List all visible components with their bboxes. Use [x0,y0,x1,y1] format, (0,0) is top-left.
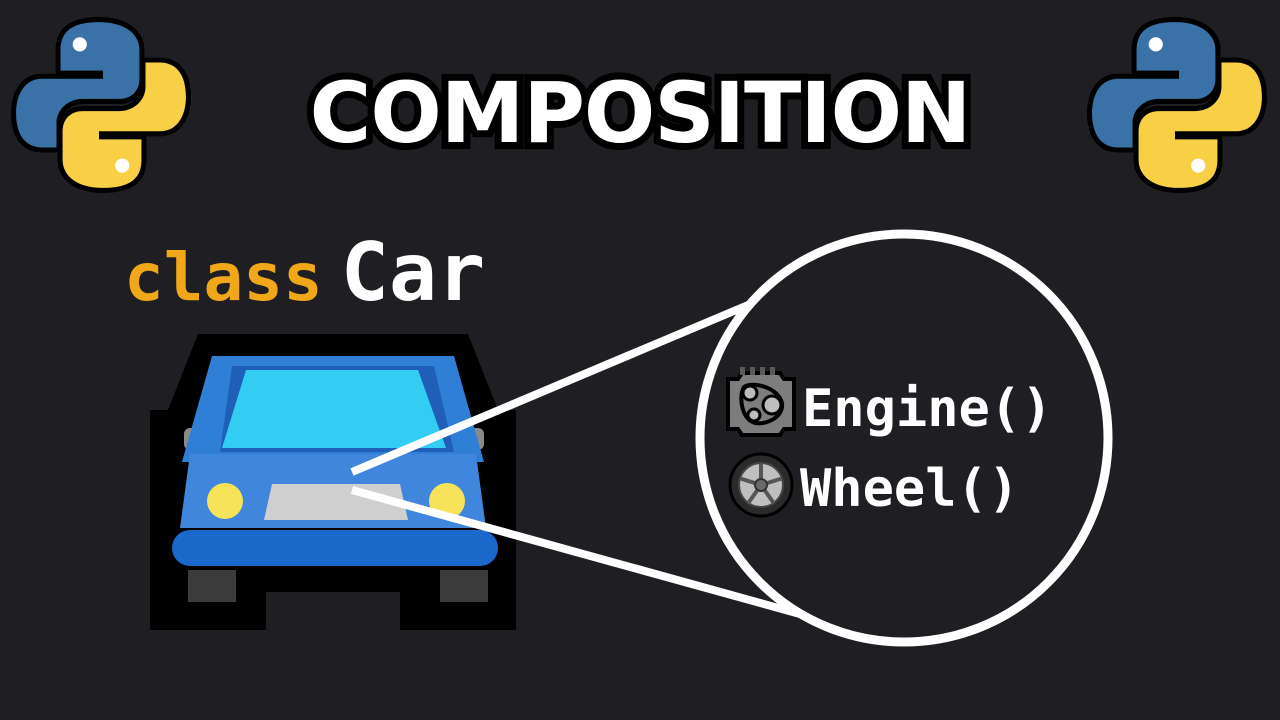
wheel-label: Wheel() [800,459,1020,519]
engine-icon [726,367,796,437]
car-icon [150,334,516,630]
page-title: COMPOSITION [303,57,979,169]
wheel-icon [728,452,794,518]
python-logo-icon [11,17,191,193]
class-name: Car [340,226,486,319]
class-keyword: class [124,239,323,316]
engine-label: Engine() [802,379,1053,439]
python-logo-icon [1087,17,1267,193]
